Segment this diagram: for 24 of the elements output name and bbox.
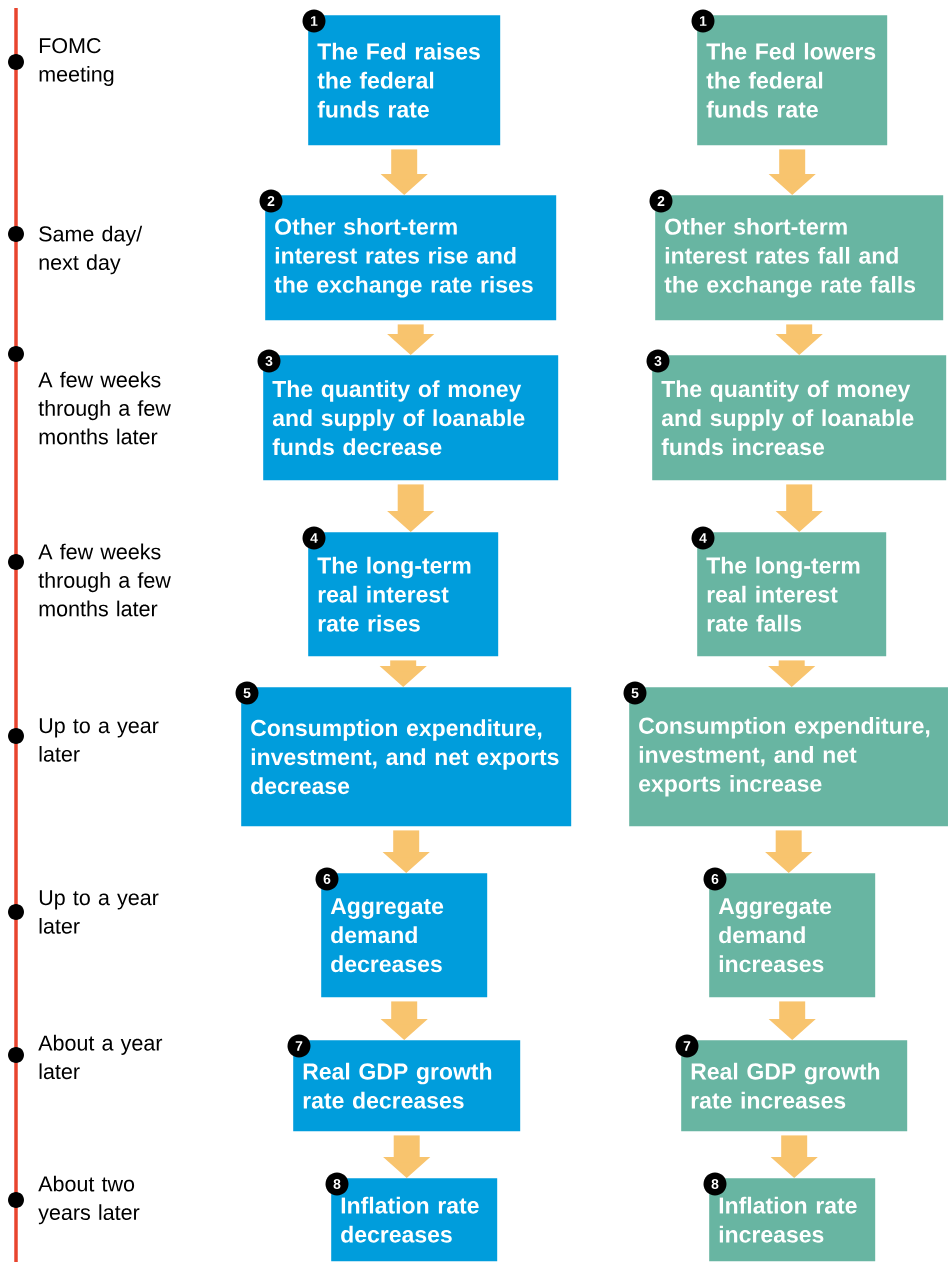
number-badge: 1 bbox=[302, 9, 326, 33]
time-label: A few weeks through a few months later bbox=[38, 371, 171, 445]
number-badge: 6 bbox=[315, 867, 339, 891]
number-badge: 8 bbox=[325, 1172, 349, 1196]
time-label: About two years later bbox=[38, 1175, 140, 1225]
number-badge: 8 bbox=[703, 1172, 727, 1196]
number-badge: 4 bbox=[302, 526, 326, 550]
number-badge: 7 bbox=[287, 1034, 311, 1058]
number-badge: 5 bbox=[623, 681, 647, 705]
number-badge: 7 bbox=[675, 1034, 699, 1058]
number-badge: 1 bbox=[691, 9, 715, 33]
number-badge: 2 bbox=[259, 189, 283, 213]
number-badge: 2 bbox=[649, 189, 673, 213]
time-label: Up to a year later bbox=[39, 890, 159, 934]
time-label: FOMC meeting bbox=[39, 38, 114, 86]
number-badge: 4 bbox=[691, 526, 715, 550]
time-label: Same day/ next day bbox=[39, 225, 143, 275]
number-badge: 3 bbox=[646, 349, 670, 373]
time-label: A few weeks through a few months later bbox=[38, 543, 171, 617]
number-badge: 5 bbox=[235, 681, 259, 705]
number-badge: 3 bbox=[257, 349, 281, 373]
time-label: About a year later bbox=[38, 1034, 163, 1080]
time-label: Up to a year later bbox=[39, 718, 159, 762]
number-badge: 6 bbox=[703, 867, 727, 891]
